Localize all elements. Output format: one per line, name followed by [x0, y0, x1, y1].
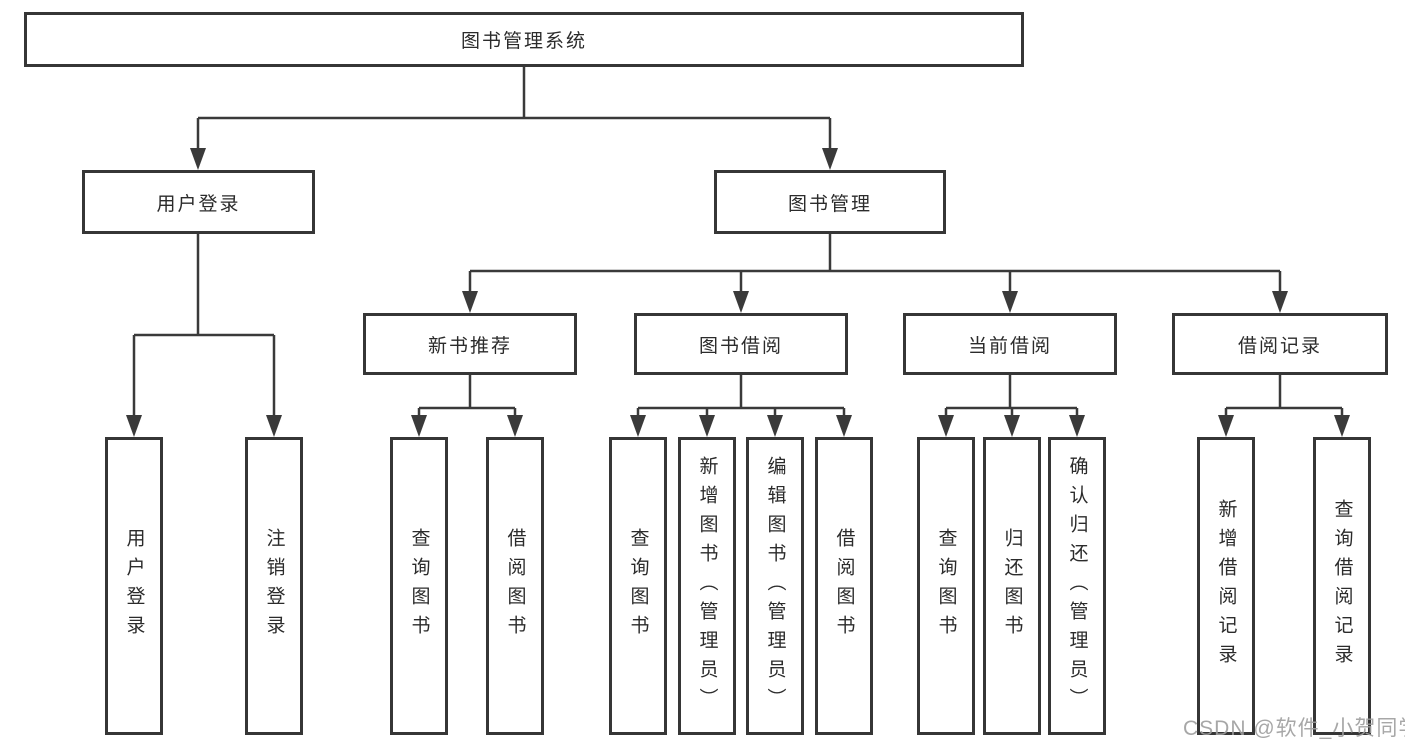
- node-leaf-return-books: 归还图书: [983, 437, 1041, 735]
- connector-root: [196, 67, 832, 150]
- node-leaf-borrow-books-rec: 借阅图书: [486, 437, 544, 735]
- node-book-management: 图书管理: [714, 170, 946, 234]
- node-root-system: 图书管理系统: [24, 12, 1024, 67]
- node-leaf-user-login: 用户登录: [105, 437, 163, 735]
- connector-current-borrow: [944, 375, 1079, 418]
- node-current-borrowing: 当前借阅: [903, 313, 1117, 375]
- node-leaf-query-books-rec: 查询图书: [390, 437, 448, 735]
- connector-new-book-rec: [417, 375, 517, 418]
- connector-user-login: [132, 234, 276, 417]
- node-new-book-recommendation: 新书推荐: [363, 313, 577, 375]
- node-borrowing-records: 借阅记录: [1172, 313, 1388, 375]
- node-leaf-query-borrow-record: 查询借阅记录: [1313, 437, 1371, 735]
- node-leaf-query-books-borrow: 查询图书: [609, 437, 667, 735]
- connector-book-management: [468, 234, 1282, 293]
- node-leaf-confirm-return-admin: 确认归还（管理员）: [1048, 437, 1106, 735]
- node-leaf-borrow-books: 借阅图书: [815, 437, 873, 735]
- node-leaf-add-borrow-record: 新增借阅记录: [1197, 437, 1255, 735]
- node-book-borrowing: 图书借阅: [634, 313, 848, 375]
- connector-book-borrow: [636, 375, 846, 418]
- csdn-watermark: CSDN @软件_小贺同学: [1183, 717, 1405, 740]
- node-leaf-add-books-admin: 新增图书（管理员）: [678, 437, 736, 735]
- node-leaf-query-books-current: 查询图书: [917, 437, 975, 735]
- connector-borrow-records: [1224, 375, 1344, 418]
- node-user-login: 用户登录: [82, 170, 315, 234]
- node-leaf-edit-books-admin: 编辑图书（管理员）: [746, 437, 804, 735]
- node-leaf-logout: 注销登录: [245, 437, 303, 735]
